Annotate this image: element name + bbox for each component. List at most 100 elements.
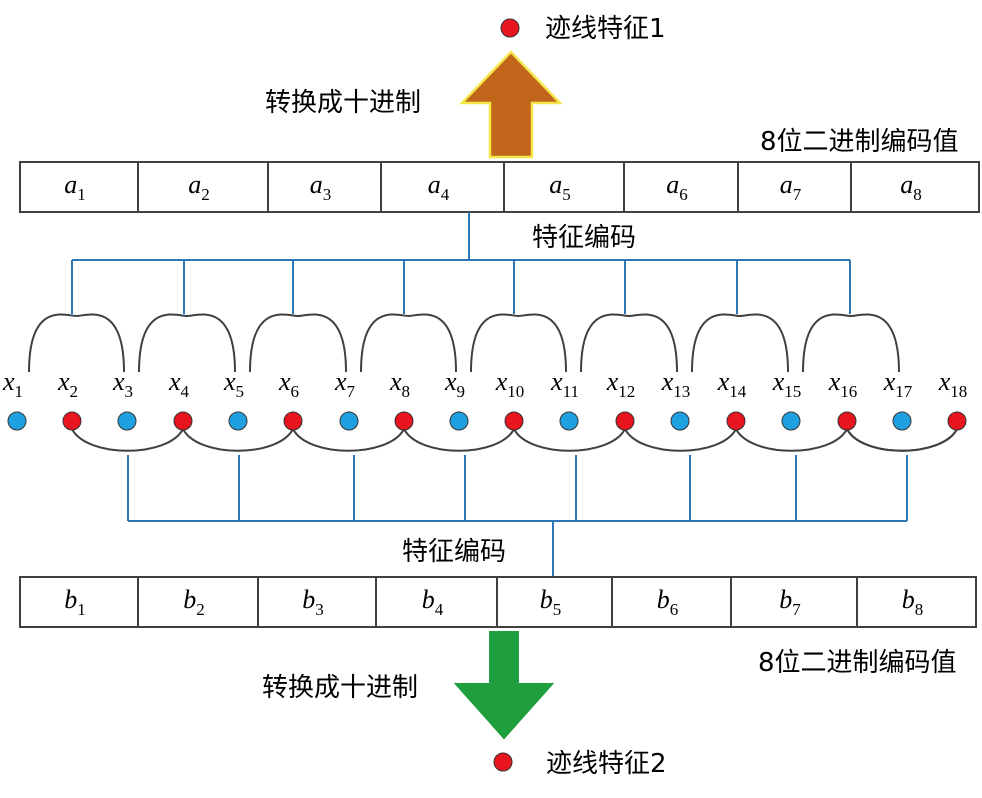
- node-label-x18: x18: [938, 367, 968, 401]
- top-convert-label: 转换成十进制: [265, 88, 421, 118]
- node-label-x12-var: x: [606, 367, 619, 396]
- top-register-cell-label-6: a6: [666, 170, 688, 204]
- node-label-x6-var: x: [278, 367, 291, 396]
- node-label-x18-var: x: [938, 367, 951, 396]
- bottom-register-cell-label-2: b2: [183, 585, 205, 619]
- node-x2: [62, 411, 82, 431]
- bottom-register-cell-5: [496, 576, 613, 628]
- top-register-cell-label-1-sub: 1: [77, 185, 86, 204]
- node-x12: [615, 411, 635, 431]
- node-label-x7-sub: 7: [347, 382, 356, 401]
- node-label-x8-var: x: [389, 367, 402, 396]
- node-label-x2-sub: 2: [70, 382, 79, 401]
- bottom-register-cell-1: [19, 576, 139, 628]
- node-label-x16: x16: [828, 367, 858, 401]
- node-label-x10-var: x: [495, 367, 508, 396]
- bottom-register-cell-label-4: b4: [422, 585, 444, 619]
- bottom-register-cell-label-3: b3: [302, 585, 324, 619]
- node-label-x9-sub: 9: [457, 382, 466, 401]
- node-x9: [449, 411, 469, 431]
- top-register-cell-label-5: a5: [549, 170, 571, 204]
- node-label-x3-sub: 3: [125, 382, 134, 401]
- bottom-register-cell-label-8-sub: 8: [915, 600, 924, 619]
- node-x15: [781, 411, 801, 431]
- top-register-cell-label-7-sub: 7: [793, 185, 802, 204]
- node-label-x6-sub: 6: [291, 382, 300, 401]
- node-label-x11-var: x: [550, 367, 563, 396]
- bottom-register-cell-label-4-var: b: [422, 585, 435, 614]
- top-register-cell-label-2: a2: [188, 170, 210, 204]
- bottom-register-cell-4: [375, 576, 498, 628]
- top-register-cell-label-7-var: a: [780, 170, 793, 199]
- top-register-cell-label-8: a8: [900, 170, 922, 204]
- node-label-x5: x5: [223, 367, 244, 401]
- bottom-register-cell-label-7-sub: 7: [792, 600, 801, 619]
- top-bus: [71, 212, 851, 314]
- node-x5: [228, 411, 248, 431]
- lower-arc-1: [71, 428, 184, 452]
- top-register-cell-label-7: a7: [780, 170, 802, 204]
- top-encode-label: 特征编码: [532, 223, 636, 253]
- node-label-x8: x8: [389, 367, 410, 401]
- bottom-register-cell-label-1: b1: [64, 585, 86, 619]
- node-label-x2: x2: [57, 367, 78, 401]
- bottom-register-cell-label-2-var: b: [183, 585, 196, 614]
- bottom-output-label: 迹线特征2: [546, 749, 667, 779]
- node-label-x7-var: x: [334, 367, 347, 396]
- bottom-register-cell-label-1-sub: 1: [77, 600, 86, 619]
- bottom-register-cell-label-7-var: b: [779, 585, 792, 614]
- bottom-register-cell-label-1-var: b: [64, 585, 77, 614]
- node-label-x11-sub: 11: [563, 382, 579, 401]
- lower-arc-4: [403, 428, 515, 452]
- lower-arc-last: [846, 428, 958, 452]
- upper-arc-7: [691, 313, 789, 373]
- node-label-x9-var: x: [444, 367, 457, 396]
- bottom-register-cell-8: [856, 576, 977, 628]
- node-label-x16-var: x: [828, 367, 841, 396]
- bottom-register-cell-label-5: b5: [540, 585, 562, 619]
- bottom-register-cell-2: [137, 576, 259, 628]
- bottom-register-cell-6: [611, 576, 732, 628]
- bottom-register-cell-label-2-sub: 2: [196, 600, 205, 619]
- lower-arc-7: [735, 428, 848, 452]
- node-label-x13-var: x: [661, 367, 674, 396]
- top-register-cell-label-1-var: a: [64, 170, 77, 199]
- lower-arc-3: [292, 428, 405, 452]
- top-register-cell-label-5-var: a: [549, 170, 562, 199]
- top-register-cell-1: [19, 161, 139, 213]
- top-register-cell-label-8-var: a: [900, 170, 913, 199]
- top-register-cell-4: [380, 161, 505, 213]
- node-x8: [394, 411, 414, 431]
- top-register-cell-7: [737, 161, 852, 213]
- top-register-cell-label-3-var: a: [310, 170, 323, 199]
- upper-arc-2: [138, 313, 236, 373]
- top-output-dot: [500, 18, 520, 38]
- node-label-x1: x1: [2, 367, 23, 401]
- node-label-x6: x6: [278, 367, 299, 401]
- node-label-x16-sub: 16: [840, 382, 857, 401]
- bottom-register-cell-label-3-var: b: [302, 585, 315, 614]
- bottom-register-cell-label-3-sub: 3: [315, 600, 324, 619]
- upper-arc-4: [360, 313, 457, 373]
- upper-arc-3: [249, 313, 347, 373]
- node-x11: [559, 411, 579, 431]
- node-x7: [339, 411, 359, 431]
- node-label-x4: x4: [168, 367, 190, 401]
- up-arrow: [459, 50, 563, 159]
- node-label-x8-sub: 8: [402, 382, 411, 401]
- top-register-cell-6: [623, 161, 739, 213]
- top-register-cell-label-2-var: a: [188, 170, 201, 199]
- top-register-cell-label-2-sub: 2: [201, 185, 210, 204]
- top-register-cell-label-4: a4: [428, 170, 450, 204]
- top-register-cell-3: [267, 161, 382, 213]
- top-register-caption: 8位二进制编码值: [760, 127, 959, 157]
- node-x16: [837, 411, 857, 431]
- bottom-bus: [127, 455, 908, 577]
- node-x3: [117, 411, 137, 431]
- lower-arc-2: [182, 428, 294, 452]
- node-label-x3: x3: [112, 367, 133, 401]
- lower-arc-5: [513, 428, 626, 452]
- node-label-x13-sub: 13: [673, 382, 690, 401]
